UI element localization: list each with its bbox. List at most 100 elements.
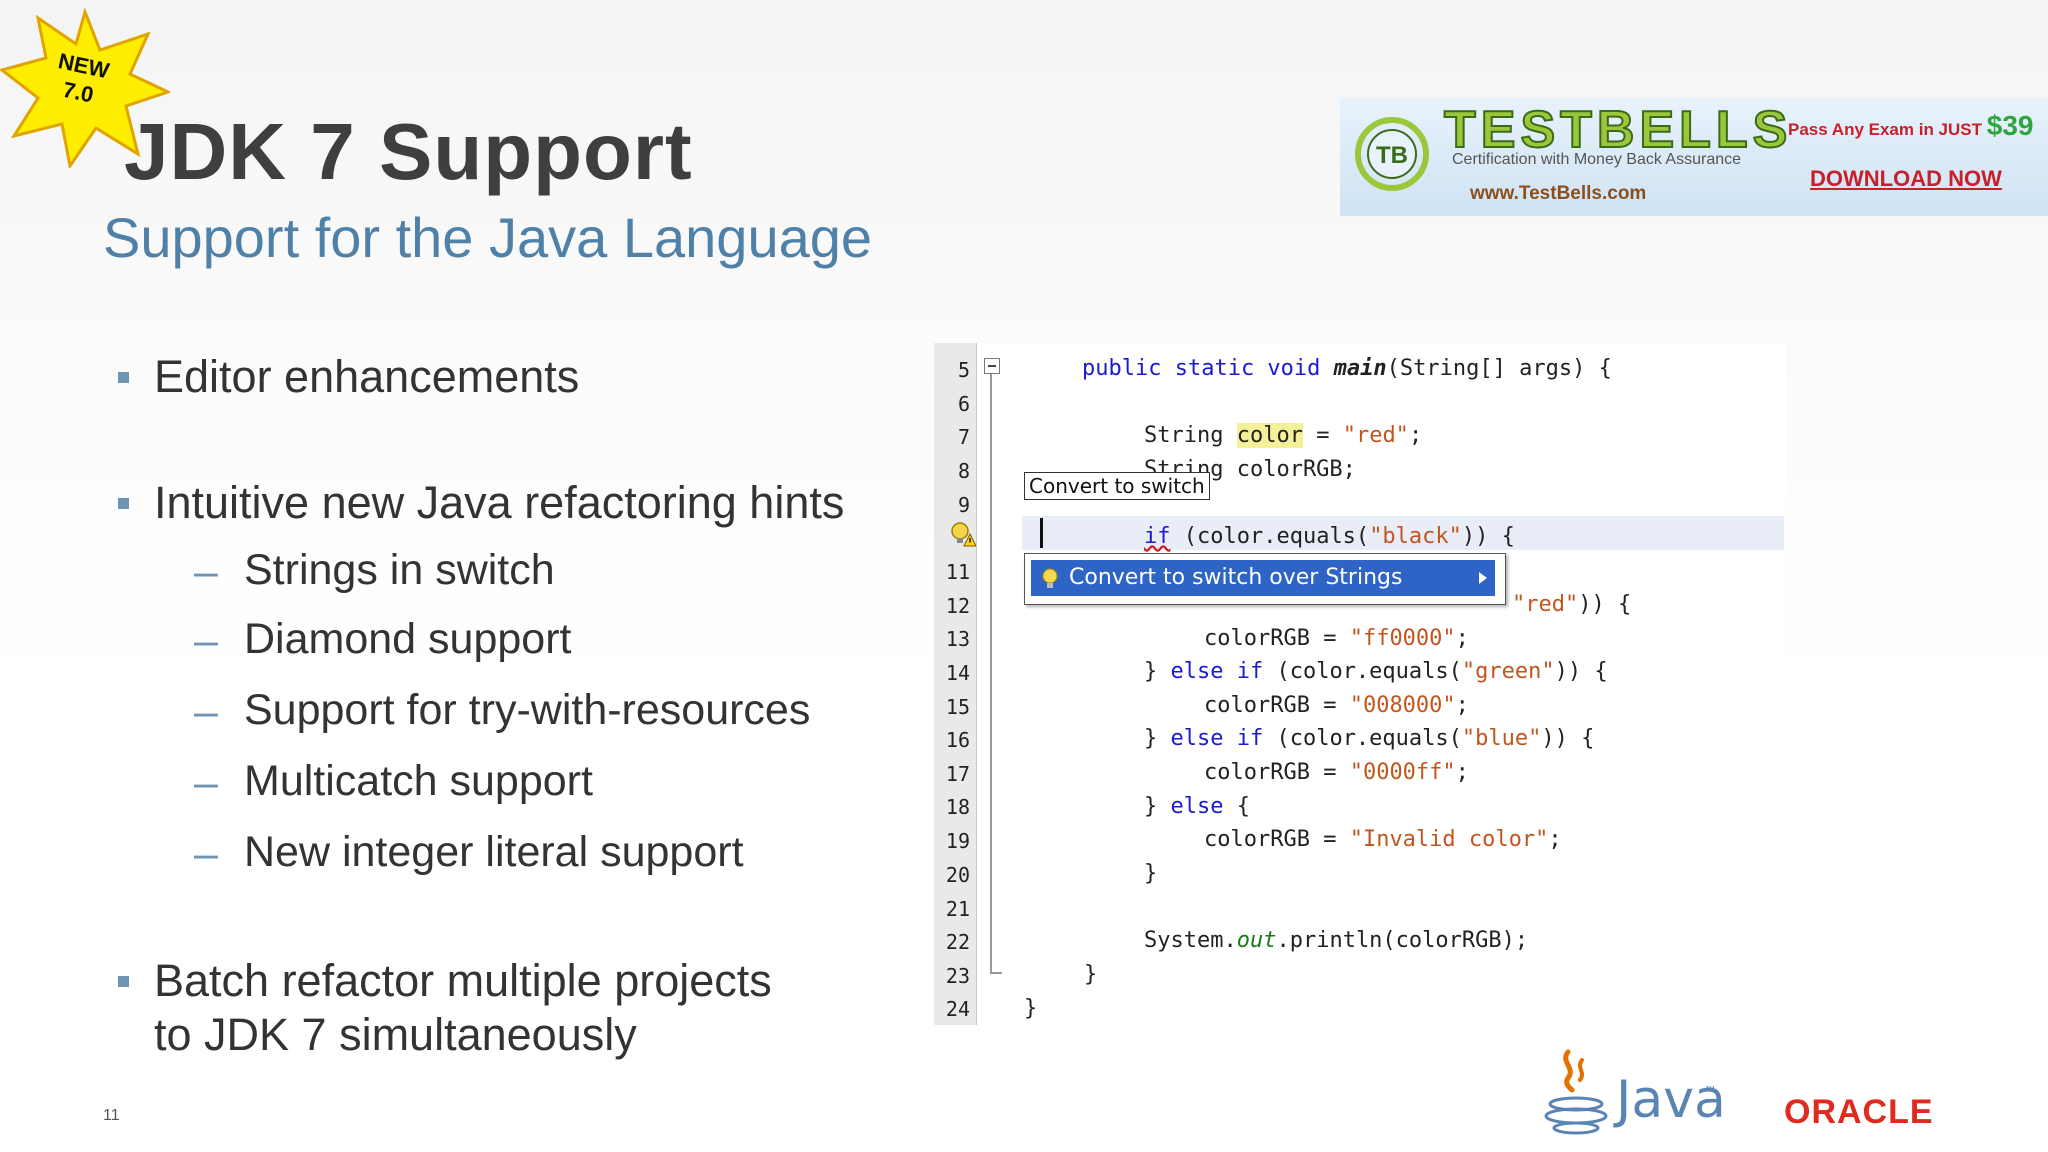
code-string: "0000ff": [1349, 760, 1456, 785]
bullet-text: Intuitive new Java refactoring hints: [154, 477, 845, 528]
line-number: 23: [945, 964, 970, 988]
page-subtitle: Support for the Java Language: [103, 206, 873, 269]
code-text: }: [1144, 794, 1171, 819]
code-text: )) {: [1461, 524, 1515, 549]
sub-bullet-dash: –: [194, 830, 218, 878]
code-keyword: else: [1170, 794, 1224, 819]
svg-text:TB: TB: [1376, 142, 1408, 169]
line-number: 18: [945, 795, 970, 819]
code-line: } else if (color.equals("green")) {: [1144, 661, 1608, 683]
lightbulb-icon: [1042, 568, 1058, 588]
line-number: 12: [945, 594, 970, 618]
testbells-ad-banner[interactable]: TB TESTBELLS Certification with Money Ba…: [1340, 98, 2048, 216]
sub-bullet-text: New integer literal support: [244, 828, 744, 876]
bullet-marker: [118, 976, 129, 987]
code-method: main: [1333, 356, 1387, 381]
code-line: String color = "red";: [1144, 423, 1423, 448]
code-line: }: [1084, 962, 1098, 987]
sub-bullet-dash: –: [194, 548, 218, 596]
code-text: )) {: [1554, 659, 1608, 684]
code-keyword: else if: [1170, 726, 1264, 751]
code-field: out: [1236, 928, 1277, 953]
code-text: (String[] args) {: [1386, 356, 1612, 381]
sub-bullet-text: Diamond support: [244, 615, 572, 663]
code-string: "008000": [1349, 693, 1456, 718]
line-number: 6: [957, 392, 970, 416]
line-number: 21: [945, 897, 970, 921]
convert-to-switch-menu-item[interactable]: Convert to switch over Strings: [1031, 560, 1495, 596]
code-text: )) {: [1578, 592, 1632, 617]
line-number: 14: [945, 661, 970, 685]
testbells-logo-icon: TB: [1355, 117, 1429, 191]
page-title: JDK 7 Support: [124, 107, 693, 196]
code-line: System.out.println(colorRGB);: [1144, 930, 1528, 952]
text-caret: [1040, 518, 1043, 548]
current-line-highlight: [1022, 516, 1784, 550]
code-text: colorRGB =: [1204, 626, 1350, 651]
code-text: (color.equals(: [1170, 524, 1370, 549]
hint-tooltip: Convert to switch: [1024, 472, 1210, 500]
code-text: =: [1302, 423, 1343, 448]
hint-popup-menu: Convert to switch over Strings: [1024, 553, 1506, 605]
code-occurrence-highlight: color: [1236, 423, 1303, 448]
code-keyword: else if: [1170, 659, 1264, 684]
line-number: 20: [945, 863, 970, 887]
line-number-gutter: 5 6 7 8 9 11 12 13 14 15 16 17 18 19 20 …: [934, 343, 977, 1025]
code-text: ;: [1548, 827, 1562, 852]
line-number: 5: [957, 358, 970, 382]
hint-lightbulb-warning-icon[interactable]: [950, 521, 976, 547]
code-text: ;: [1455, 693, 1469, 718]
line-number: 7: [957, 425, 970, 449]
code-string: "blue": [1461, 726, 1542, 751]
page-number: 11: [103, 1107, 120, 1124]
ad-price: $39: [1986, 110, 2034, 141]
code-text: {: [1223, 794, 1250, 819]
code-line: }: [1024, 996, 1038, 1021]
line-number: 9: [957, 493, 970, 517]
line-number: 17: [945, 762, 970, 786]
code-text: colorRGB =: [1204, 693, 1350, 718]
line-number: 16: [945, 728, 970, 752]
code-line: } else if (color.equals("blue")) {: [1144, 728, 1594, 750]
code-text: ;: [1455, 626, 1469, 651]
bullet-text-continued: to JDK 7 simultaneously: [154, 1009, 637, 1060]
code-line: colorRGB = "ff0000";: [1204, 628, 1469, 650]
code-string: "red": [1342, 423, 1409, 448]
fold-collapse-icon[interactable]: [984, 358, 1000, 374]
code-text: ;: [1455, 760, 1469, 785]
bullet-text: Editor enhancements: [154, 351, 580, 402]
ad-promo-text: Pass Any Exam in JUST: [1788, 120, 1983, 139]
code-string: "Invalid color": [1349, 827, 1549, 852]
submenu-arrow-icon: [1479, 572, 1487, 584]
sub-bullet-dash: –: [194, 688, 218, 736]
code-string: "ff0000": [1349, 626, 1456, 651]
starburst-badge: [0, 8, 170, 168]
code-text: ;: [1408, 423, 1423, 448]
download-now-link[interactable]: DOWNLOAD NOW: [1810, 166, 2002, 191]
fold-guide-line: [990, 367, 992, 972]
code-line-partial: "red")) {: [1512, 594, 1631, 616]
oracle-logo: ORACLE: [1784, 1093, 1934, 1131]
code-text: (color.equals(: [1263, 659, 1462, 684]
sub-bullet-text: Strings in switch: [244, 546, 555, 594]
code-string: "red": [1512, 592, 1579, 617]
code-line: }: [1144, 861, 1158, 886]
ad-url-link[interactable]: www.TestBells.com: [1470, 183, 1647, 204]
sub-bullet-text: Multicatch support: [244, 757, 593, 805]
line-number: 11: [945, 560, 970, 584]
code-line: colorRGB = "Invalid color";: [1204, 829, 1562, 851]
code-editor-screenshot: 5 6 7 8 9 11 12 13 14 15 16 17 18 19 20 …: [934, 343, 1786, 1025]
java-cup-logo-icon: [1544, 1049, 1608, 1135]
java-wordmark: Java: [1616, 1070, 1726, 1130]
fold-end-marker: [990, 972, 1002, 974]
ad-tagline: Certification with Money Back Assurance: [1452, 151, 1742, 168]
ad-promo: Pass Any Exam in JUST $39: [1788, 112, 2033, 140]
bullet-text: Batch refactor multiple projects: [154, 955, 772, 1006]
line-number: 15: [945, 695, 970, 719]
sub-bullet-dash: –: [194, 617, 218, 665]
code-text: )) {: [1541, 726, 1595, 751]
code-keyword: public static void: [1082, 356, 1334, 381]
ad-brand-name: TESTBELLS: [1443, 101, 1793, 159]
sub-bullet-dash: –: [194, 759, 218, 807]
